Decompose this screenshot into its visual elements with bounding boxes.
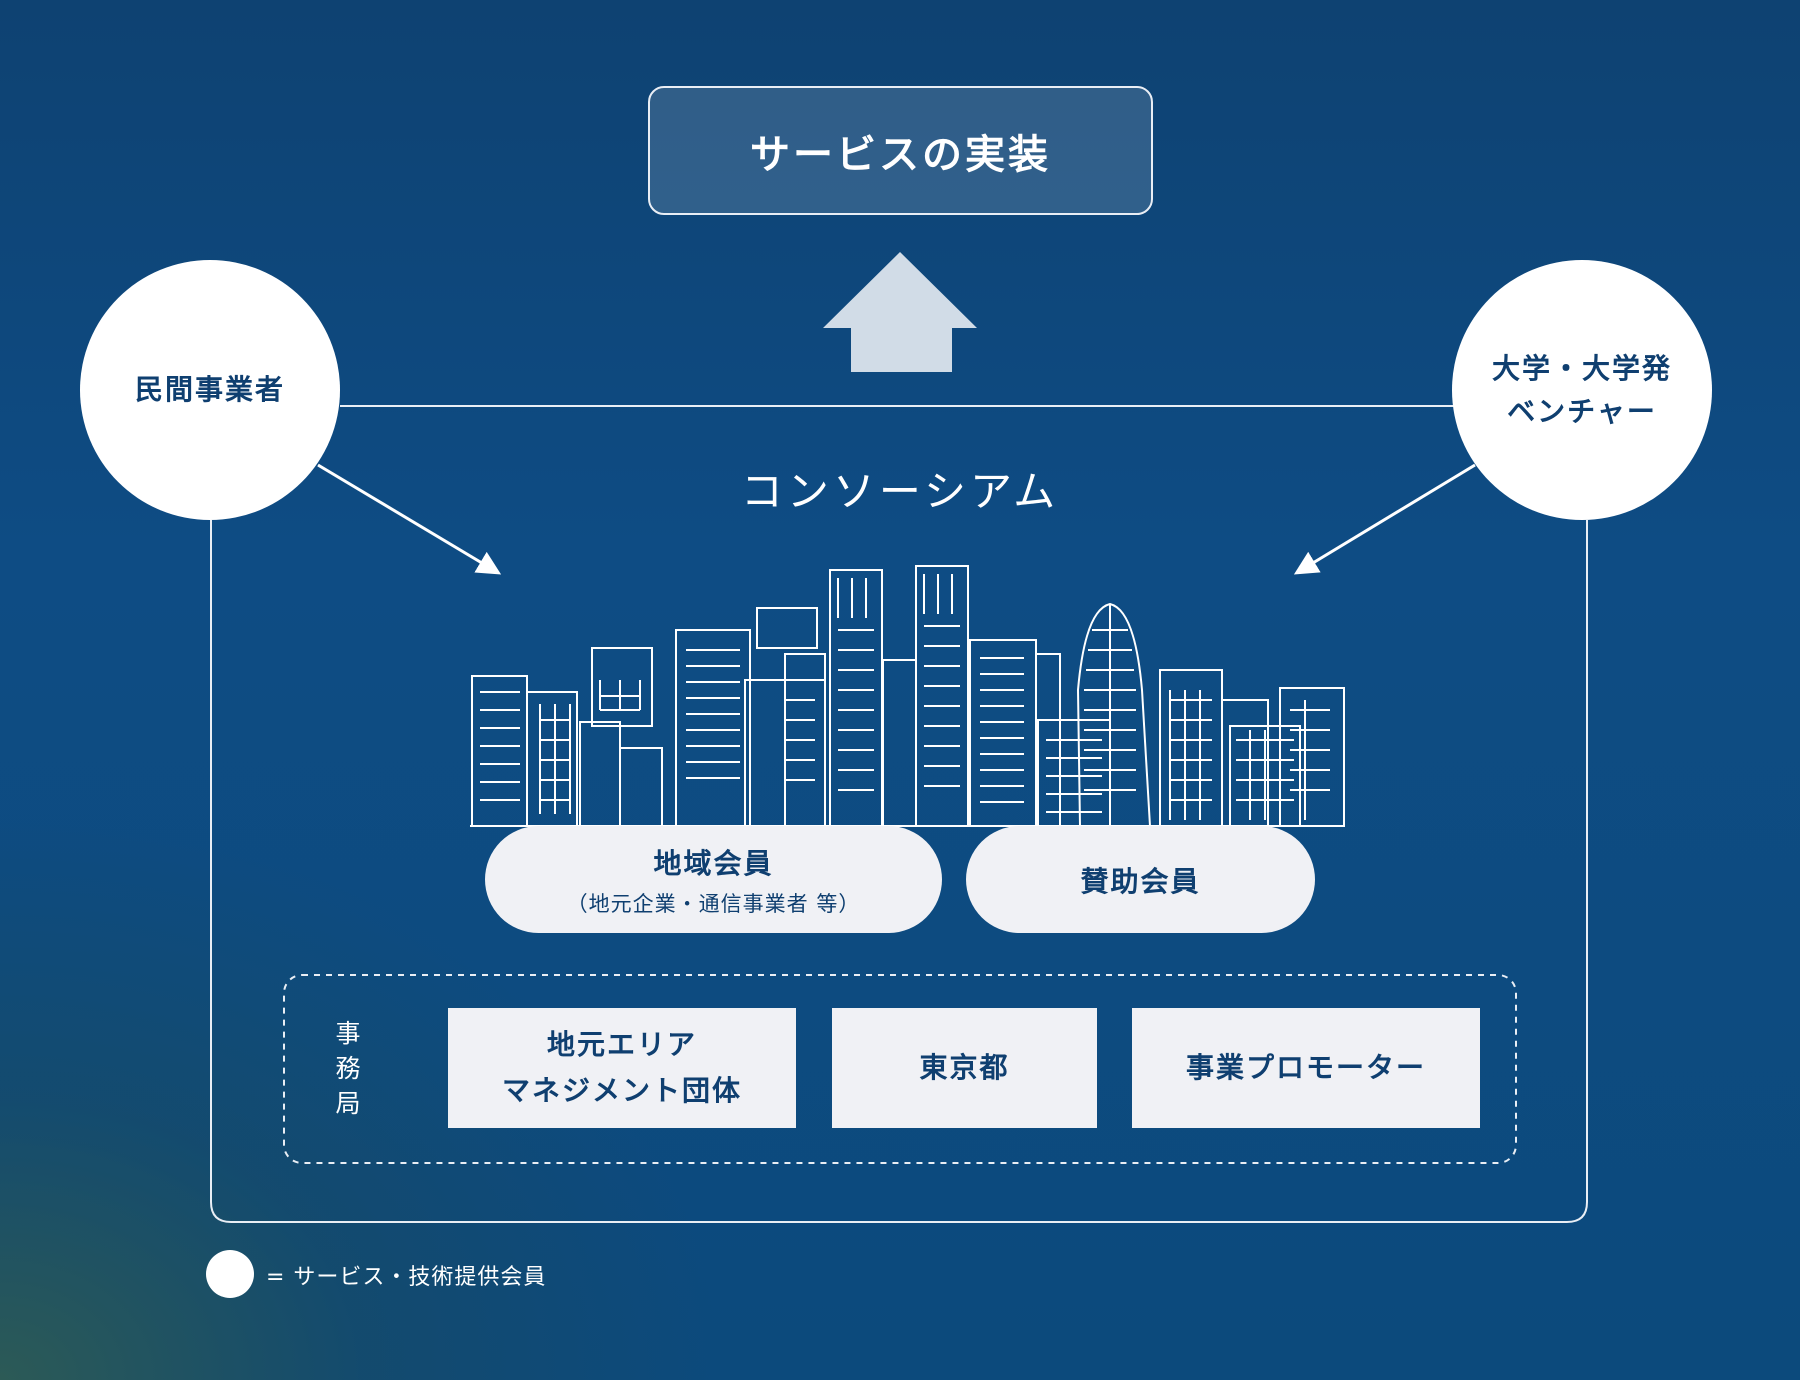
secretariat-char: 事: [335, 1019, 361, 1048]
secretariat-char: 務: [335, 1054, 361, 1083]
service-implementation-box: サービスの実装: [648, 86, 1153, 215]
regional-member-sub: （地元企業・通信事業者 等）: [566, 891, 861, 916]
city-skyline-icon: [470, 565, 1345, 827]
area-management-box: 地元エリア マネジメント団体: [448, 1008, 796, 1128]
tokyo-box: 東京都: [832, 1008, 1097, 1128]
secretariat-frame: [283, 974, 1517, 1164]
up-arrow-icon: [823, 252, 977, 372]
area-management-line1: 地元エリア: [546, 1027, 697, 1061]
right-arrow-icon: [1293, 463, 1476, 575]
regional-member-pill: 地域会員 （地元企業・通信事業者 等）: [485, 826, 942, 933]
business-promoter-label: 事業プロモーター: [1185, 1050, 1426, 1084]
secretariat-char: 局: [335, 1089, 361, 1118]
legend-circle-icon: [206, 1250, 254, 1298]
service-implementation-label: サービスの実装: [750, 131, 1051, 178]
legend-text: = サービス・技術提供会員: [266, 1265, 547, 1290]
tokyo-label: 東京都: [919, 1050, 1010, 1084]
university-label-line2: ベンチャー: [1507, 395, 1657, 428]
supporting-member-pill: 賛助会員: [966, 826, 1315, 933]
left-arrow-icon: [317, 463, 502, 575]
university-circle: 大学・大学発 ベンチャー: [1452, 260, 1712, 520]
private-business-circle: 民間事業者: [80, 260, 340, 520]
business-promoter-box: 事業プロモーター: [1132, 1008, 1480, 1128]
supporting-member-label: 賛助会員: [1080, 864, 1201, 898]
regional-member-label: 地域会員: [653, 846, 774, 880]
private-business-label: 民間事業者: [134, 373, 285, 407]
secretariat-label: 事 務 局: [328, 1016, 368, 1121]
consortium-frame: [210, 520, 1588, 1223]
university-label-line1: 大学・大学発: [1491, 351, 1672, 385]
consortium-title: コンソーシアム: [740, 467, 1060, 516]
area-management-line2: マネジメント団体: [501, 1074, 742, 1107]
